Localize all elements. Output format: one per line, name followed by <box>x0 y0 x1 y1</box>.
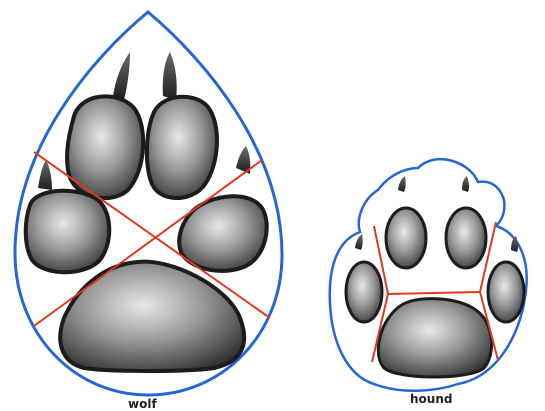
hound-paw <box>330 159 527 391</box>
wolf-toe-pad-2 <box>147 97 217 198</box>
wolf-main-pad <box>60 262 244 371</box>
wolf-claw-2 <box>163 52 177 100</box>
hound-toe-pad-2 <box>446 208 486 268</box>
hound-main-pad <box>378 299 491 377</box>
wolf-claw-1 <box>113 52 130 100</box>
hound-toe-pad-3 <box>346 262 382 322</box>
wolf-paw <box>15 12 282 395</box>
hound-cross-bar <box>388 292 480 294</box>
hound-claw-3 <box>355 234 363 250</box>
hound-caption: hound <box>410 393 452 405</box>
wolf-toe-pad-4 <box>179 196 267 271</box>
wolf-toe-pad-3 <box>26 191 110 273</box>
hound-claw-4 <box>511 236 518 252</box>
hound-toe-pad-4 <box>488 262 524 322</box>
hound-toe-pad-1 <box>386 208 426 268</box>
wolf-caption: wolf <box>128 398 157 410</box>
hound-claw-2 <box>462 176 469 192</box>
hound-claw-1 <box>398 176 406 192</box>
wolf-claw-3 <box>38 160 52 190</box>
